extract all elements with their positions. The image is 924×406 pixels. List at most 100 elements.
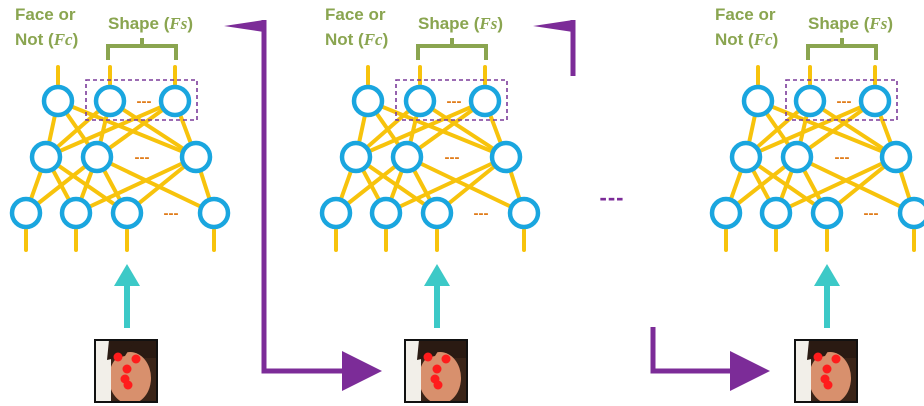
neuron-node: [158, 84, 192, 118]
shape-label-var: Fs: [168, 14, 187, 33]
neuron-node: [780, 140, 814, 174]
network-nodes: [319, 84, 541, 230]
shape-label: Shape (Fs): [808, 14, 893, 33]
shape-label-var: Fs: [868, 14, 887, 33]
neuron-node: [759, 196, 793, 230]
edge: [405, 155, 526, 215]
face-label-text: Not (: [325, 30, 364, 49]
shape-label: Shape (Fs): [108, 14, 193, 33]
up-arrow-head: [814, 264, 840, 286]
landmark-point: [113, 352, 123, 362]
landmark-point: [813, 352, 823, 362]
face-label-var: Fc: [363, 30, 383, 49]
edge: [795, 155, 916, 215]
neuron-node: [179, 140, 213, 174]
shape-label: Shape (Fs): [418, 14, 503, 33]
edge: [366, 99, 508, 159]
neuron-node: [468, 84, 502, 118]
layer1-ellipsis: ---: [837, 93, 852, 110]
neuron-node: [110, 196, 144, 230]
neuron-node: [489, 140, 523, 174]
face-skin: [419, 352, 461, 402]
edge: [808, 99, 898, 159]
neuron-node: [339, 140, 373, 174]
neuron-node: [390, 140, 424, 174]
neuron-node: [59, 196, 93, 230]
landmark-point: [131, 354, 141, 364]
neuron-node: [793, 84, 827, 118]
layer3-ellipsis: ---: [864, 205, 879, 222]
shape-bracket: [806, 38, 878, 60]
landmark-point: [432, 364, 442, 374]
face-photo-border: [94, 339, 158, 403]
face-label-close: ): [73, 30, 79, 49]
shape-label-text: Shape (: [108, 14, 170, 33]
edge: [744, 99, 877, 159]
shape-outputs-box: [785, 79, 898, 121]
face-or-not-label-line2: Not (Fc): [325, 30, 388, 49]
network-nodes: [9, 84, 231, 230]
shape-bracket: [416, 38, 488, 60]
shape-label-text: Shape (: [418, 14, 480, 33]
face-photo-border: [404, 339, 468, 403]
flow-arrow-into-stage3: [650, 327, 770, 391]
face-label-text: Not (: [15, 30, 54, 49]
face-or-not-label: Face or: [325, 5, 386, 24]
edge: [108, 99, 198, 159]
neuron-node: [507, 196, 541, 230]
edge: [44, 99, 177, 159]
shape-label-close: ): [497, 14, 503, 33]
shape-outputs-box: [395, 79, 508, 121]
landmark-points: [813, 352, 841, 390]
neuron-node: [403, 84, 437, 118]
face-skin: [109, 352, 151, 402]
shape-outputs-box: [85, 79, 198, 121]
face-or-not-label: Face or: [715, 5, 776, 24]
neuron-node: [29, 140, 63, 174]
up-arrow-head: [424, 264, 450, 286]
edge: [418, 99, 508, 159]
face-background: [405, 340, 421, 402]
face-skin: [809, 352, 851, 402]
neuron-node: [897, 196, 924, 230]
shape-label-close: ): [887, 14, 893, 33]
shape-label-close: ): [187, 14, 193, 33]
up-arrow-head: [114, 264, 140, 286]
landmark-point: [822, 364, 832, 374]
neuron-node: [319, 196, 353, 230]
layer3-ellipsis: ---: [474, 205, 489, 222]
landmark-point: [423, 352, 433, 362]
landmark-points: [113, 352, 141, 390]
flow-arrows: [224, 20, 770, 391]
face-label-close: ): [773, 30, 779, 49]
face-background: [95, 340, 111, 402]
neuron-node: [197, 196, 231, 230]
edge: [74, 155, 198, 215]
face-photo-with-landmarks-icon: [404, 339, 468, 403]
face-photo-with-landmarks-icon: [794, 339, 858, 403]
neuron-node: [351, 84, 385, 118]
edge: [56, 99, 198, 159]
edge: [774, 155, 898, 215]
layer3-ellipsis: ---: [164, 205, 179, 222]
face-or-not-label-line2: Not (Fc): [15, 30, 78, 49]
between-stage-ellipsis: ---: [600, 185, 625, 210]
face-label-text: Not (: [715, 30, 754, 49]
neuron-node: [709, 196, 743, 230]
face-label-var: Fc: [753, 30, 773, 49]
neuron-node: [41, 84, 75, 118]
landmark-point: [831, 354, 841, 364]
layer2-ellipsis: ---: [135, 149, 150, 166]
layer2-ellipsis: ---: [835, 149, 850, 166]
neuron-node: [93, 84, 127, 118]
shape-bracket: [106, 38, 178, 60]
edge: [384, 155, 508, 215]
neuron-node: [729, 140, 763, 174]
edge: [354, 99, 487, 159]
landmark-point: [433, 380, 443, 390]
